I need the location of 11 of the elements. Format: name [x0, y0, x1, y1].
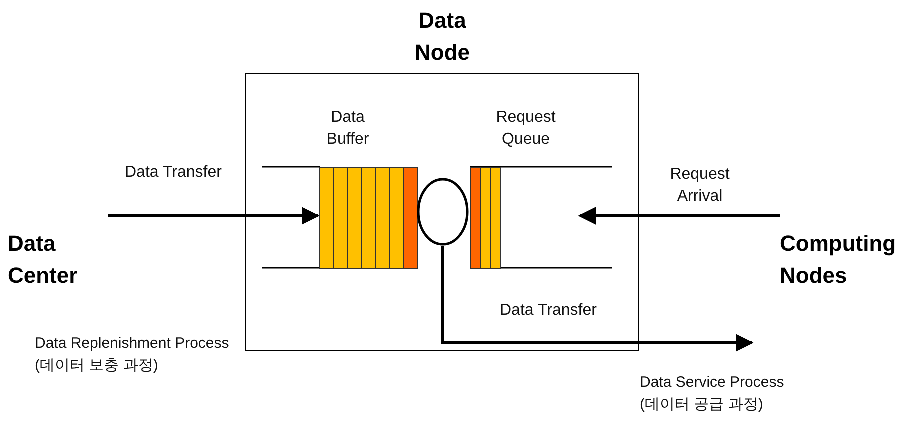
- arrow: [442, 246, 754, 352]
- process-note: Data Service Process (데이터 공급 과정): [640, 373, 786, 415]
- node-title: Data Node: [414, 7, 471, 67]
- server-circle: [417, 178, 469, 246]
- data-center-label: Data Center: [8, 228, 108, 294]
- process-note: Data Replenishment Process (데이터 보충 과정): [35, 334, 230, 376]
- computing-nodes-label: Computing Nodes: [780, 228, 910, 294]
- queue-label: Data Buffer: [326, 108, 370, 150]
- arrow: [578, 207, 780, 225]
- arrow: [108, 207, 320, 225]
- queue-label: Request Queue: [495, 108, 557, 150]
